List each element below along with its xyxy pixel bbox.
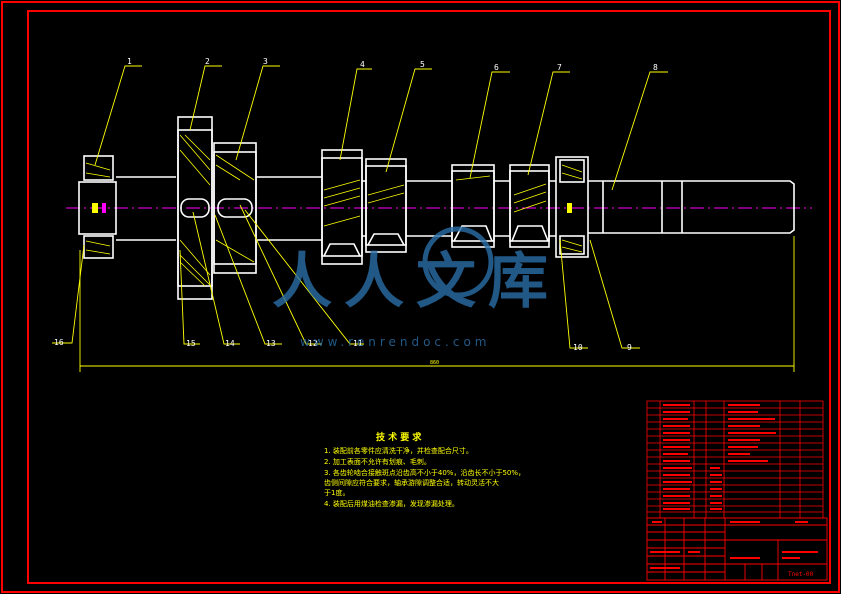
tech-requirements: 技 术 要 求 1. 装配前各零件应清洗干净，并检查配合尺寸。 2. 加工表面不…: [324, 431, 525, 508]
part-label-3: 3: [263, 57, 268, 66]
part-label-7: 7: [557, 63, 562, 72]
parts-list-rows: [647, 407, 823, 513]
part-label-14: 14: [225, 339, 235, 348]
part-label-5: 5: [420, 60, 425, 69]
part-label-11: 11: [353, 339, 363, 348]
part-label-8: 8: [653, 63, 658, 72]
overall-dimension: 860: [430, 360, 439, 366]
left-bearing: [78, 155, 117, 259]
watermark-url: www.renrendoc.com: [300, 335, 490, 349]
shaft-assembly: [66, 116, 812, 300]
watermark-circle: [422, 226, 494, 298]
gear-5: [365, 158, 407, 253]
part-label-13: 13: [266, 339, 276, 348]
watermark: 人人文库 www.renrendoc.com: [272, 226, 560, 349]
parts-list-table: [646, 400, 824, 519]
inner-frame: [27, 10, 831, 584]
drawing-number: Tnet-00: [788, 571, 814, 578]
part-label-16: 16: [54, 338, 64, 347]
tech-item-4: 齿侧间隙应符合要求，轴承游隙调整合适，转动灵活不大: [324, 478, 499, 487]
watermark-chars: 人人文库: [272, 247, 560, 317]
gear-large: [177, 116, 213, 300]
parts-list-text: [663, 404, 776, 510]
right-bearing: [555, 156, 589, 258]
tech-item-3: 3. 各齿轮啮合接触斑点沿齿高不小于40%，沿齿长不小于50%，: [324, 468, 525, 477]
part-label-2: 2: [205, 57, 210, 66]
part-number-labels: 1 2 3 4 5 6 7 8 9 10 11 12 13 14 15 16: [54, 57, 658, 352]
part-label-4: 4: [360, 60, 365, 69]
part-label-1: 1: [127, 57, 132, 66]
part-label-12: 12: [308, 339, 318, 348]
tech-title: 技 术 要 求: [376, 431, 422, 443]
part-label-9: 9: [627, 343, 632, 352]
gear-second: [213, 142, 257, 274]
tech-item-2: 2. 加工表面不允许有划痕、毛刺。: [324, 457, 431, 466]
shaft-body: [116, 176, 795, 241]
gear-7: [509, 164, 550, 248]
tech-item-1: 1. 装配前各零件应清洗干净，并检查配合尺寸。: [324, 446, 473, 455]
part-label-6: 6: [494, 63, 499, 72]
title-block: Tnet-00: [646, 517, 828, 581]
tech-item-6: 4. 装配后用煤油检查渗漏，发现渗漏处理。: [324, 499, 459, 508]
leader-lines: [52, 65, 795, 372]
tech-item-5: 于1度。: [324, 488, 349, 497]
part-label-10: 10: [573, 343, 583, 352]
part-label-15: 15: [186, 339, 196, 348]
